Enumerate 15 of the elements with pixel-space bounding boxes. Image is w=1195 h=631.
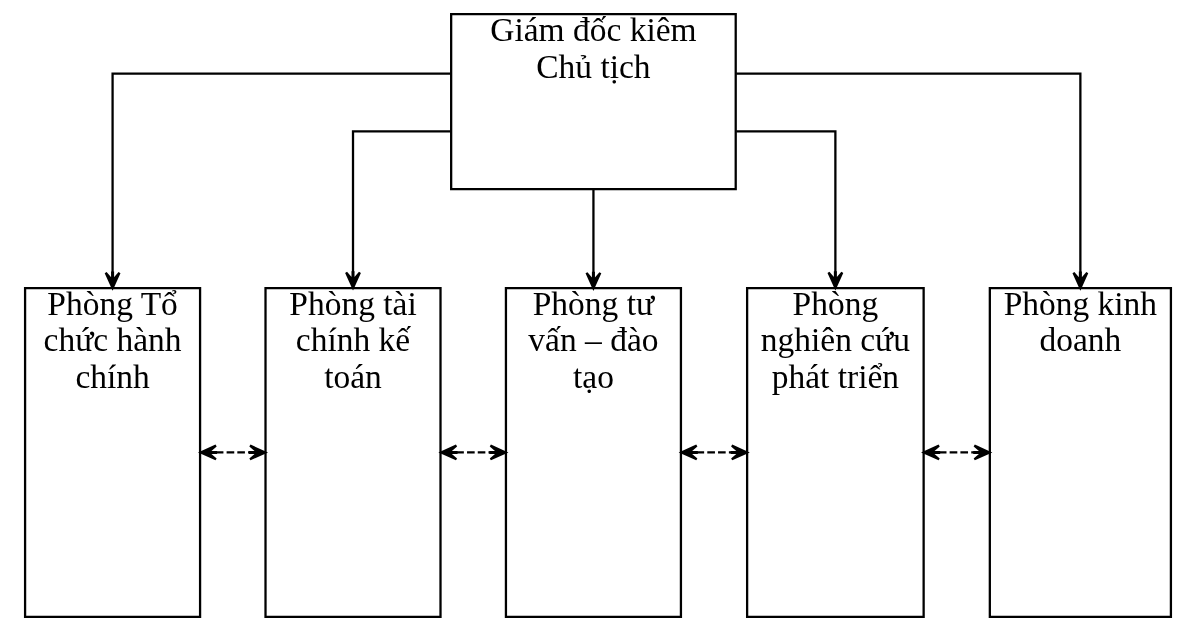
arrow bbox=[735, 130, 843, 289]
node-box: Phòng tài chính kế toán bbox=[263, 286, 442, 618]
arrow bbox=[104, 72, 451, 290]
arrow bbox=[922, 444, 991, 461]
node-box: Phòng kinh doanh bbox=[988, 286, 1172, 618]
arrow bbox=[735, 72, 1088, 290]
arrow bbox=[439, 444, 507, 461]
node-box: Phòng Tổ chức hành chính bbox=[23, 286, 201, 618]
arrow bbox=[344, 130, 451, 289]
node-box: Giám đốc kiêm Chủ tịch bbox=[449, 13, 737, 191]
arrow bbox=[584, 189, 601, 290]
node-box: Phòng tư vấn – đào tạo bbox=[504, 286, 682, 618]
node-box: Phòng nghiên cứu phát triển bbox=[745, 286, 925, 618]
arrow bbox=[679, 444, 748, 461]
arrow bbox=[199, 444, 266, 461]
